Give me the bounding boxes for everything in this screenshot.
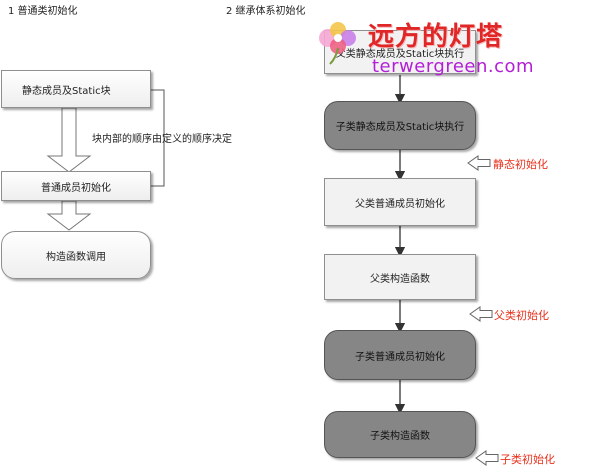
- watermark-logo-icon: [316, 20, 366, 70]
- box-static-members: 静态成员及Static块: [1, 70, 151, 108]
- label-parent-init: 父类初始化: [494, 309, 549, 322]
- watermark-english: terwergreen.com: [372, 56, 535, 77]
- box-child-constructor: 子类构造函数: [324, 411, 476, 458]
- label-child-init: 子类初始化: [500, 453, 555, 466]
- marker-arrow-parent: [469, 306, 493, 322]
- box-parent-normal-init: 父类普通成员初始化: [324, 178, 476, 226]
- box-normal-member-init: 普通成员初始化: [1, 171, 151, 201]
- section-title-inheritance: 2 继承体系初始化: [226, 6, 306, 17]
- watermark-chinese: 远方的灯塔: [368, 22, 504, 52]
- box-parent-constructor: 父类构造函数: [324, 254, 476, 300]
- order-note: 块内部的顺序由定义的顺序决定: [92, 134, 232, 145]
- order-bracket-line: [150, 89, 165, 187]
- box-child-static: 子类静态成员及Static块执行: [324, 101, 476, 150]
- section-title-normal-class: 1 普通类初始化: [8, 6, 78, 17]
- marker-arrow-child: [475, 450, 499, 466]
- label-static-init: 静态初始化: [493, 158, 548, 171]
- box-child-normal-init: 子类普通成员初始化: [324, 330, 476, 380]
- marker-arrow-static: [467, 155, 491, 171]
- box-constructor-call: 构造函数调用: [1, 231, 151, 279]
- big-arrow-static-to-normal: [46, 107, 92, 173]
- big-arrow-normal-to-constructor: [46, 200, 92, 231]
